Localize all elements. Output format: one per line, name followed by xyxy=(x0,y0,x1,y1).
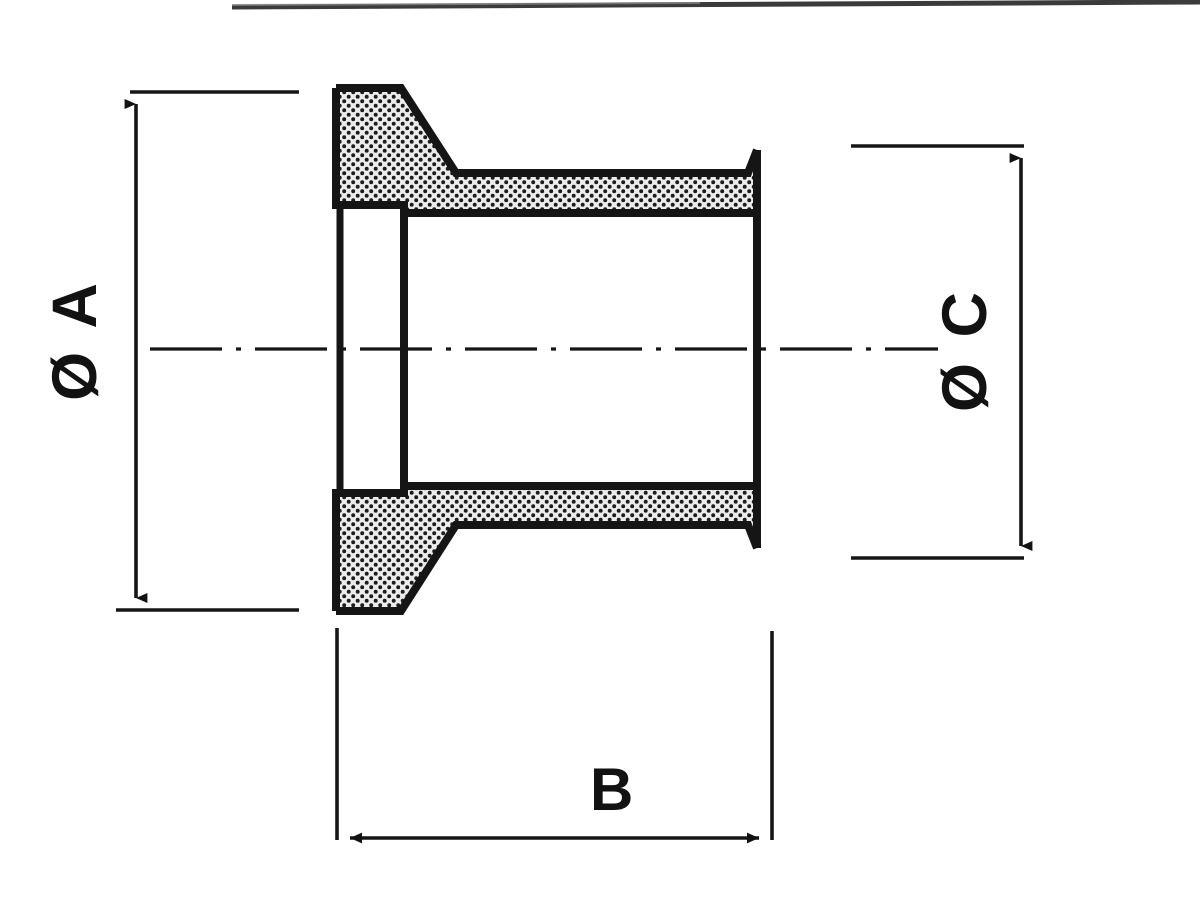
dimension-label-b: B xyxy=(590,756,634,823)
part-lower-section xyxy=(332,482,761,615)
part-upper-section xyxy=(332,84,761,217)
dimension-dia-a xyxy=(116,90,299,612)
scan-artifact-top-edge xyxy=(231,0,1200,10)
dimension-b xyxy=(335,628,774,844)
dimension-label-dia-c: Ø C xyxy=(929,288,1000,413)
dimension-dia-c xyxy=(851,144,1033,560)
dimension-label-dia-a: Ø A xyxy=(39,279,110,401)
